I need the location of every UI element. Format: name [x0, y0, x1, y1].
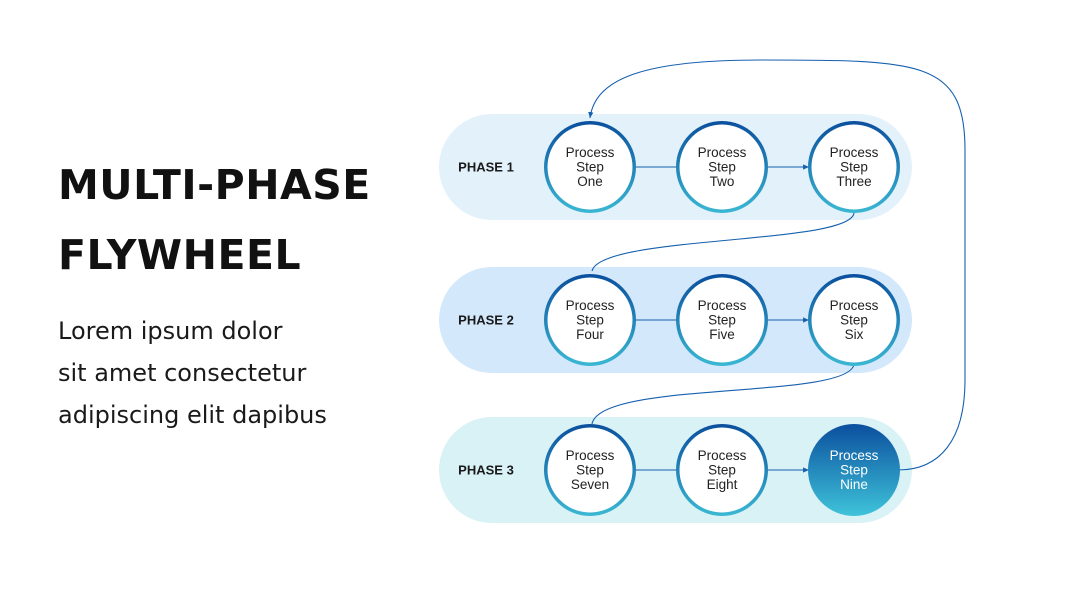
- step-label-line: Process: [830, 298, 879, 313]
- step-label-line: Step: [576, 313, 604, 328]
- phase-transition-connector: [591, 212, 855, 272]
- step-label-line: Nine: [840, 477, 868, 492]
- step-label-line: Two: [710, 174, 735, 189]
- body-line-2: sit amet consectetur: [58, 359, 307, 387]
- phase-label-1: PHASE 1: [458, 160, 514, 175]
- step-label-line: Step: [708, 463, 736, 478]
- step-circle-inner: [679, 427, 765, 513]
- step-label-line: Step: [840, 463, 868, 478]
- step-circle-filled: [808, 424, 900, 516]
- step-label-line: Step: [576, 160, 604, 175]
- step-circle-inner: [811, 124, 897, 210]
- step-label-line: Eight: [707, 477, 738, 492]
- step-label-line: Process: [698, 298, 747, 313]
- body-line-1: Lorem ipsum dolor: [58, 317, 283, 345]
- step-label-line: Step: [840, 313, 868, 328]
- slide-title: MULTI-PHASE FLYWHEEL: [58, 150, 371, 290]
- step-label-line: Process: [566, 298, 615, 313]
- phase-label-2: PHASE 2: [458, 313, 514, 328]
- step-label-line: One: [577, 174, 603, 189]
- step-label-line: Process: [566, 448, 615, 463]
- step-circle-inner: [679, 277, 765, 363]
- step-circle-inner: [547, 124, 633, 210]
- step-label-line: Four: [576, 327, 604, 342]
- step-circle-inner: [679, 124, 765, 210]
- step-label-line: Process: [698, 448, 747, 463]
- process-steps: ProcessStepOneProcessStepTwoProcessStepT…: [544, 121, 900, 516]
- step-label-line: Step: [840, 160, 868, 175]
- slide-body-text: Lorem ipsum dolor sit amet consectetur a…: [58, 310, 327, 436]
- phase-label-3: PHASE 3: [458, 463, 514, 478]
- step-label-line: Three: [836, 174, 871, 189]
- connectors: [588, 59, 966, 473]
- step-label-line: Process: [830, 145, 879, 160]
- loop-back-connector: [588, 59, 966, 471]
- slide-title-line-2: FLYWHEEL: [58, 231, 302, 279]
- step-circle-inner: [547, 277, 633, 363]
- slide-title-line-1: MULTI-PHASE: [58, 161, 371, 209]
- body-line-3: adipiscing elit dapibus: [58, 401, 327, 429]
- step-circle-inner: [811, 277, 897, 363]
- step-label-line: Seven: [571, 477, 609, 492]
- step-label-line: Step: [708, 160, 736, 175]
- step-label-line: Five: [709, 327, 735, 342]
- step-label-line: Process: [698, 145, 747, 160]
- step-label-line: Step: [708, 313, 736, 328]
- step-label-line: Step: [576, 463, 604, 478]
- step-label-line: Process: [830, 448, 879, 463]
- step-circle-inner: [547, 427, 633, 513]
- phase-transition-connector: [591, 363, 855, 425]
- step-label-line: Process: [566, 145, 615, 160]
- step-label-line: Six: [845, 327, 864, 342]
